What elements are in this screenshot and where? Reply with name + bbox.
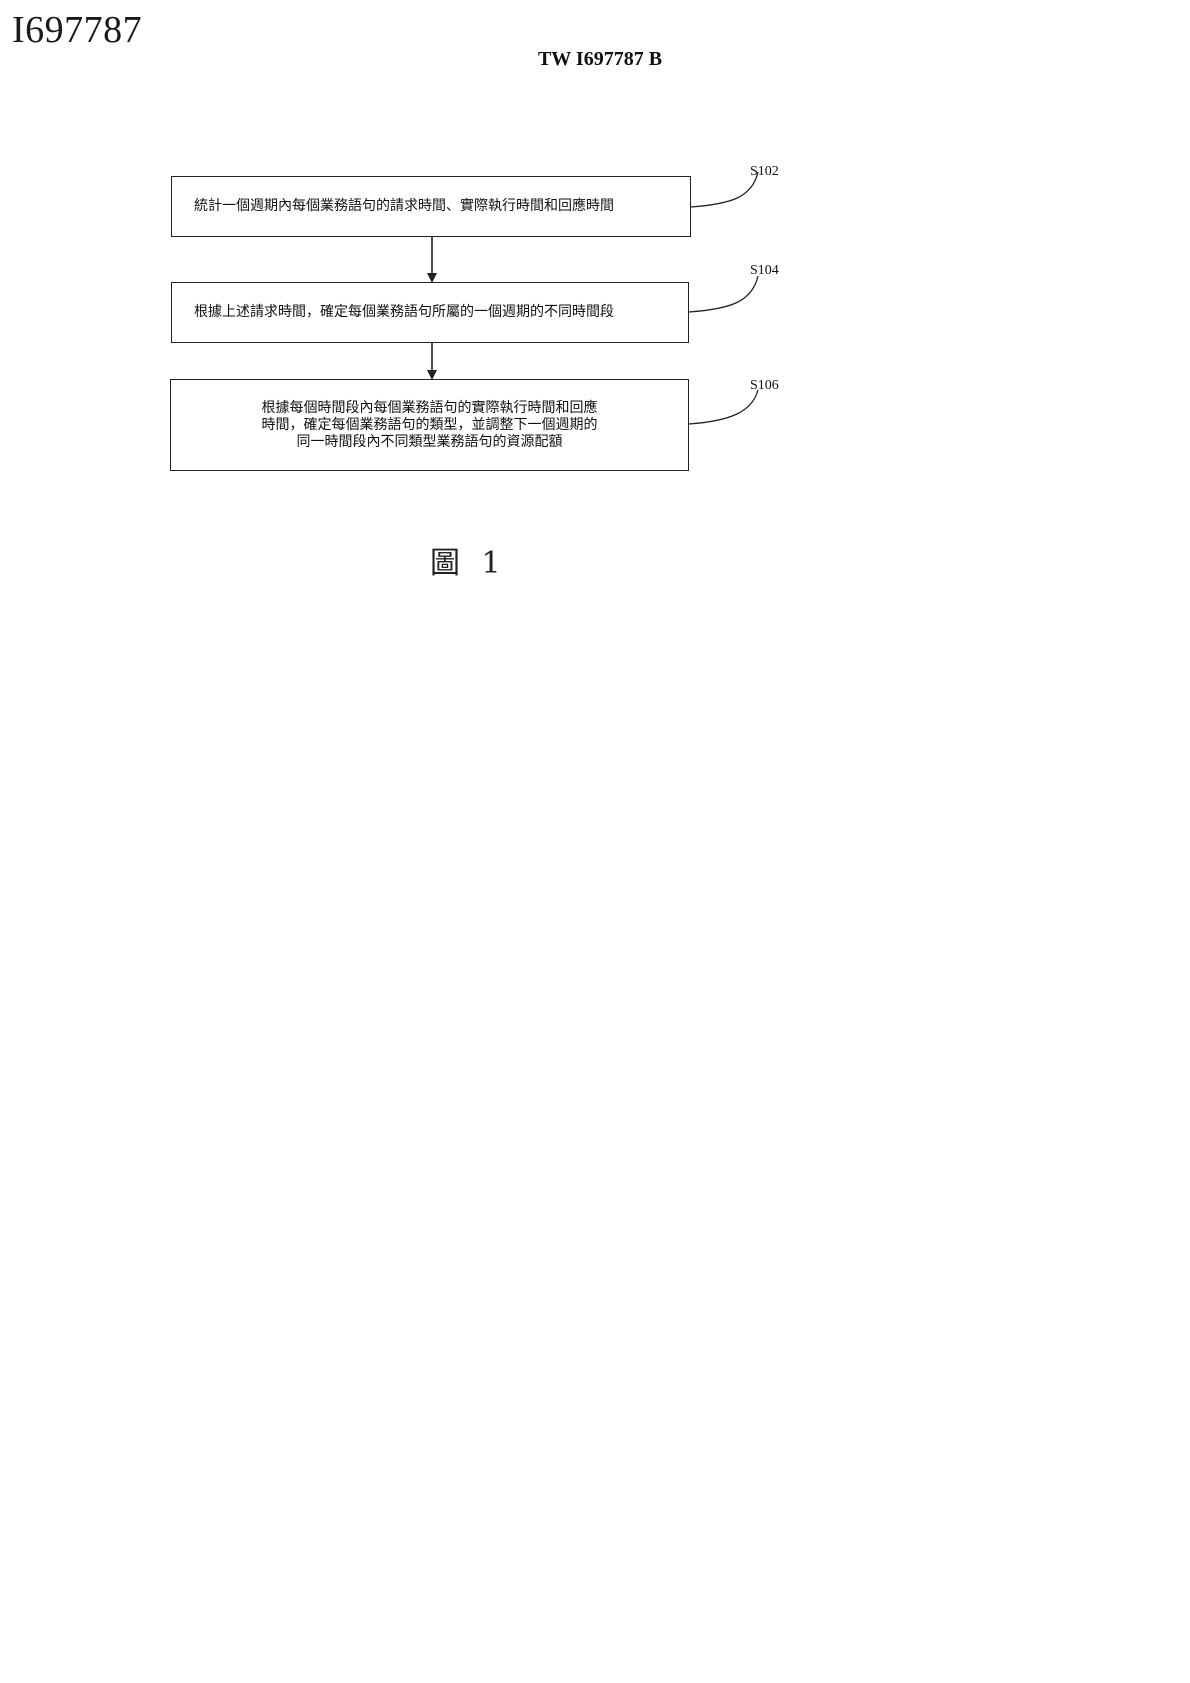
step-text-s102: 統計一個週期內每個業務語句的請求時間、實際執行時間和回應時間 — [172, 198, 690, 215]
step-box-s104: 根據上述請求時間，確定每個業務語句所屬的一個週期的不同時間段 — [171, 282, 689, 343]
leader-line-s104 — [689, 276, 758, 312]
step-text-s104: 根據上述請求時間，確定每個業務語句所屬的一個週期的不同時間段 — [172, 304, 688, 321]
step-text-s106: 根據每個時間段內每個業務語句的實際執行時間和回應 時間，確定每個業務語句的類型，… — [230, 400, 630, 451]
step-label-s106: S106 — [750, 378, 779, 394]
step-box-s106: 根據每個時間段內每個業務語句的實際執行時間和回應 時間，確定每個業務語句的類型，… — [170, 379, 689, 471]
step-label-s104: S104 — [750, 263, 779, 279]
leader-line-s106 — [689, 390, 758, 424]
figure-caption: 圖 1 — [430, 538, 507, 582]
step-box-s102: 統計一個週期內每個業務語句的請求時間、實際執行時間和回應時間 — [171, 176, 691, 237]
leader-line-s102 — [691, 172, 758, 207]
step-label-s102: S102 — [750, 164, 779, 180]
